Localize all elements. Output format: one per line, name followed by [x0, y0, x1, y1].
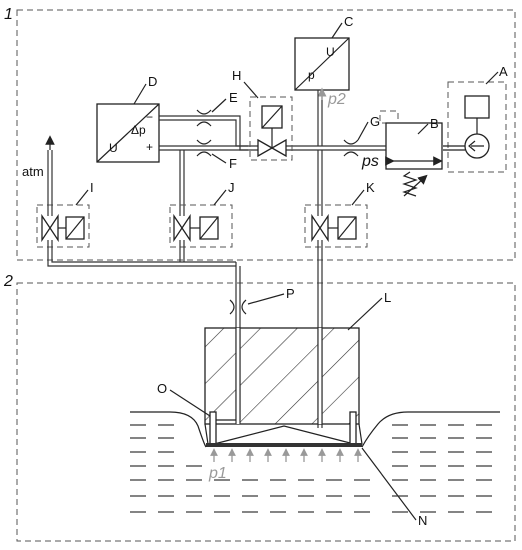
b-spring-icon [402, 171, 418, 197]
label-c: C [344, 14, 353, 29]
region-1-frame [16, 9, 516, 261]
label-g: G [370, 114, 380, 129]
probe-skirt [204, 423, 363, 445]
valve-h-frame [249, 96, 293, 161]
label-n: N [418, 513, 427, 528]
probe-seal-right [349, 411, 357, 445]
p2-annotation: p2 [327, 91, 346, 108]
label-e: E [229, 90, 238, 105]
valve-i-icon [41, 213, 59, 243]
region-2-label: 2 [3, 273, 13, 290]
d-u-symbol: U [109, 141, 118, 155]
membrane-n [206, 443, 362, 447]
label-d: D [148, 74, 157, 89]
ground-right [361, 411, 500, 448]
c-p-symbol: p [308, 68, 315, 82]
probe-cavity [213, 425, 355, 445]
pump-arrow-icon [468, 140, 484, 152]
c-u-symbol: U [326, 45, 335, 59]
region-2-frame [16, 282, 516, 542]
p1-annotation: p1 [208, 465, 227, 482]
valve-k-frame [304, 204, 368, 248]
valve-i-frame [36, 204, 90, 248]
region-1-label: 1 [4, 6, 13, 23]
label-p: P [286, 286, 295, 301]
label-k: K [366, 180, 375, 195]
label-b: B [430, 116, 439, 131]
probe-seal-left [209, 411, 217, 445]
label-f: F [229, 156, 237, 171]
ground-left [130, 411, 207, 448]
valve-h-icon [257, 138, 287, 158]
probe-body-l [204, 327, 360, 425]
label-i: I [90, 180, 94, 195]
d-plus-symbol: + [146, 140, 153, 154]
d-dp-symbol: Δp [131, 123, 146, 137]
p1-pressure-arrows [210, 448, 362, 462]
valve-j-frame [169, 204, 233, 248]
medium-strata [130, 424, 492, 513]
pump-a-frame [447, 81, 507, 173]
b-port-frame [379, 110, 399, 124]
label-l: L [384, 290, 391, 305]
ps-annotation: ps [361, 153, 379, 170]
label-o: O [157, 381, 167, 396]
d-minus-symbol: − [146, 110, 153, 124]
valve-k-icon [311, 213, 329, 243]
label-h: H [232, 68, 241, 83]
atm-label: atm [22, 164, 44, 179]
pump-a-motor [464, 95, 490, 119]
label-j: J [228, 180, 235, 195]
valve-j-icon [173, 213, 191, 243]
label-a: A [499, 64, 508, 79]
